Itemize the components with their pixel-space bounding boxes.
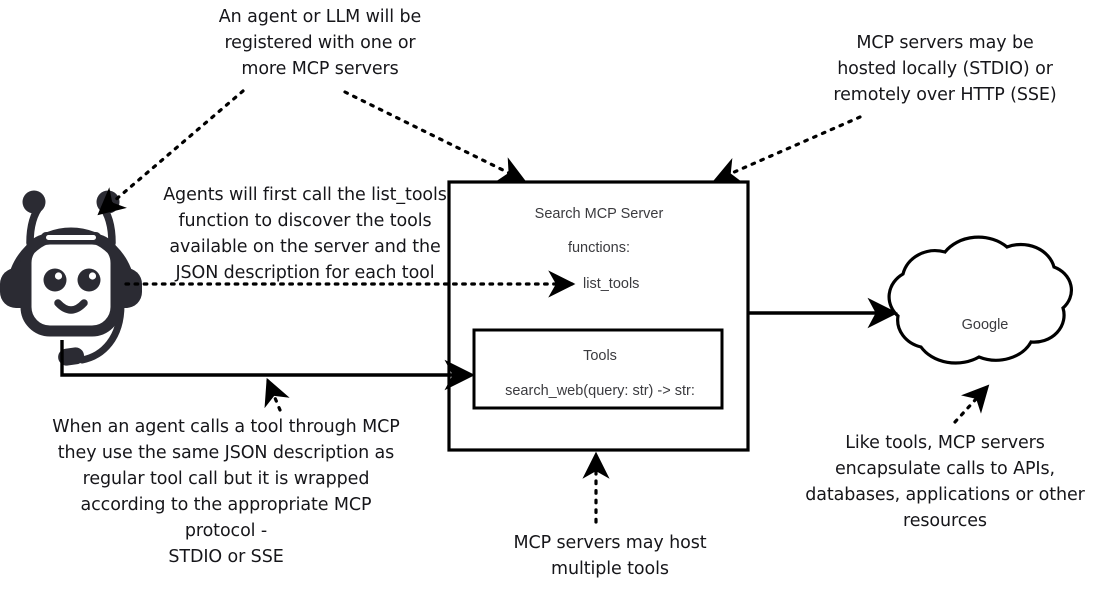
annotation-encapsulate: Like tools, MCP servers encapsulate call… <box>805 433 1085 531</box>
tools-box <box>472 328 724 410</box>
server-box-functions-label: functions: <box>567 240 631 256</box>
server-box-function-list-tools: list_tools <box>583 276 640 292</box>
annotation-list-tools-flow: Agents will first call the list_tools fu… <box>163 185 447 283</box>
annotation-hosting: MCP servers may be hosted locally (STDIO… <box>833 33 1057 105</box>
leader-wrapped-to-flow <box>264 377 290 412</box>
tools-box-title: Tools <box>583 348 617 364</box>
leader-register-to-agent <box>97 89 245 216</box>
annotation-multiple-tools: MCP servers may host multiple tools <box>513 533 707 579</box>
annotation-register: An agent or LLM will be registered with … <box>218 7 422 79</box>
cloud-label-google: Google <box>961 317 1009 333</box>
tools-box-signature: search_web(query: str) -> str: <box>505 383 695 399</box>
server-box-title: Search MCP Server <box>534 206 664 222</box>
leader-register-to-server <box>343 90 527 182</box>
leader-encapsulate-to-cloud <box>953 384 990 424</box>
robot-agent-icon <box>0 190 142 366</box>
arrow-agent-to-tools <box>60 340 476 391</box>
annotation-wrapped-protocol: When an agent calls a tool through MCP t… <box>52 417 400 567</box>
leader-hosting-to-server <box>712 115 862 183</box>
google-cloud-shape <box>887 235 1073 365</box>
